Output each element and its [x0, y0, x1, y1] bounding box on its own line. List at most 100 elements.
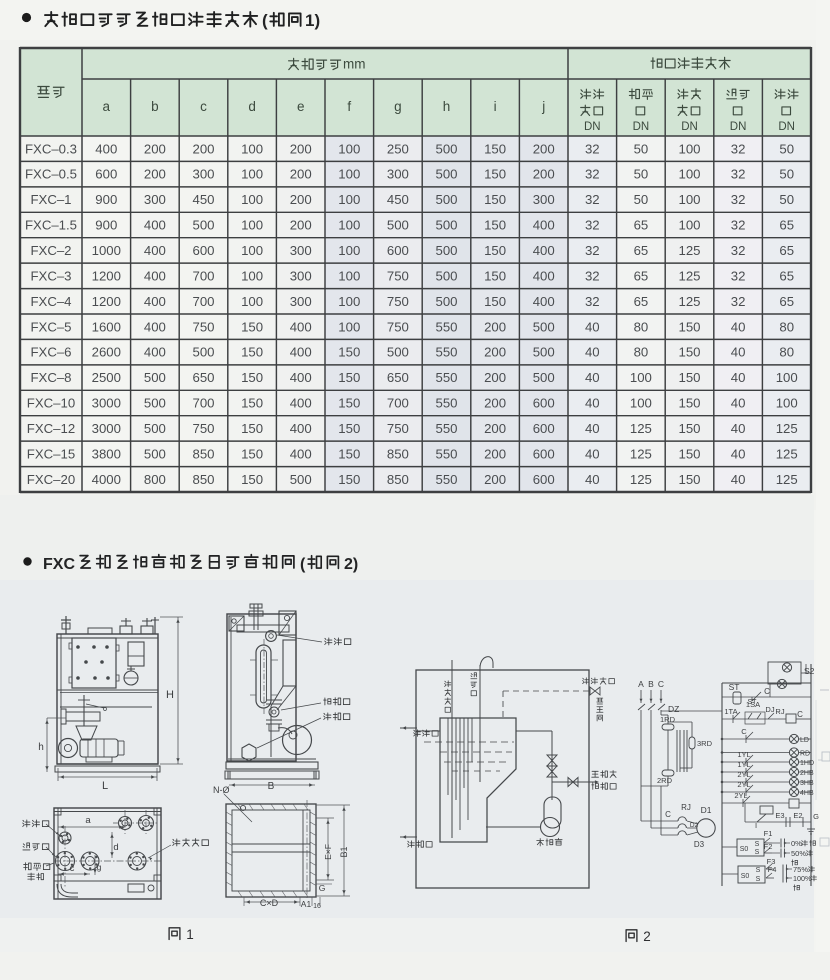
svg-text:850: 850	[192, 472, 214, 487]
svg-text:B: B	[648, 679, 654, 689]
svg-text:DZ: DZ	[668, 704, 679, 714]
svg-text:FXC–8: FXC–8	[30, 370, 71, 385]
svg-text:d: d	[248, 99, 256, 114]
svg-text:80: 80	[634, 345, 649, 360]
svg-text:500: 500	[144, 447, 166, 462]
svg-text:600: 600	[533, 472, 555, 487]
svg-text:850: 850	[387, 447, 409, 462]
svg-text:4000: 4000	[92, 472, 121, 487]
svg-text:1): 1)	[305, 11, 320, 30]
svg-text:2): 2)	[344, 556, 358, 573]
svg-text:200: 200	[192, 141, 214, 156]
svg-text:500: 500	[435, 141, 457, 156]
svg-text:1RD: 1RD	[660, 715, 676, 724]
svg-text:S0: S0	[740, 846, 749, 853]
svg-text:100: 100	[338, 218, 360, 233]
svg-text:700: 700	[192, 269, 214, 284]
svg-text:32: 32	[731, 294, 746, 309]
svg-text:1YL: 1YL	[737, 760, 750, 769]
svg-text:1000: 1000	[92, 243, 121, 258]
svg-text:125: 125	[630, 472, 652, 487]
svg-text:300: 300	[290, 243, 312, 258]
svg-text:200: 200	[484, 370, 506, 385]
svg-text:100: 100	[678, 192, 700, 207]
svg-text:(: (	[300, 556, 306, 573]
svg-text:50: 50	[779, 167, 794, 182]
svg-text:400: 400	[290, 421, 312, 436]
svg-text:3000: 3000	[92, 421, 121, 436]
svg-text:H: H	[166, 689, 174, 701]
svg-text:65: 65	[634, 269, 649, 284]
svg-text:1200: 1200	[92, 269, 121, 284]
svg-text:f: f	[347, 99, 351, 114]
svg-text:2: 2	[643, 929, 651, 944]
svg-text:400: 400	[144, 218, 166, 233]
svg-text:DJ: DJ	[765, 705, 774, 714]
svg-text:200: 200	[484, 396, 506, 411]
svg-text:40: 40	[585, 319, 600, 334]
svg-text:500: 500	[144, 421, 166, 436]
svg-text:1SA: 1SA	[746, 700, 760, 709]
svg-text:150: 150	[338, 421, 360, 436]
svg-text:65: 65	[779, 294, 794, 309]
svg-text:32: 32	[585, 243, 600, 258]
svg-text:RJ: RJ	[775, 707, 784, 716]
svg-text:400: 400	[290, 319, 312, 334]
svg-text:500: 500	[144, 370, 166, 385]
svg-text:150: 150	[678, 472, 700, 487]
svg-text:40: 40	[585, 421, 600, 436]
svg-text:LD: LD	[800, 737, 809, 744]
svg-text:250: 250	[387, 141, 409, 156]
svg-text:500: 500	[387, 345, 409, 360]
svg-text:40: 40	[731, 396, 746, 411]
svg-text:150: 150	[241, 447, 263, 462]
svg-text:200: 200	[290, 141, 312, 156]
svg-text:100: 100	[338, 243, 360, 258]
svg-text:300: 300	[144, 192, 166, 207]
svg-text:F4: F4	[768, 865, 777, 874]
svg-text:150: 150	[678, 370, 700, 385]
svg-text:100: 100	[241, 269, 263, 284]
svg-text:1TA: 1TA	[724, 707, 737, 716]
svg-text:C×D: C×D	[260, 898, 279, 908]
svg-text:600: 600	[533, 447, 555, 462]
svg-text:550: 550	[435, 447, 457, 462]
svg-text:400: 400	[290, 345, 312, 360]
svg-text:150: 150	[241, 472, 263, 487]
svg-text:500: 500	[533, 345, 555, 360]
svg-text:150: 150	[484, 294, 506, 309]
svg-text:32: 32	[585, 218, 600, 233]
svg-text:125: 125	[630, 421, 652, 436]
svg-text:100: 100	[338, 319, 360, 334]
svg-text:150: 150	[241, 319, 263, 334]
svg-text:C: C	[797, 710, 803, 719]
svg-text:150: 150	[678, 345, 700, 360]
svg-text:150: 150	[338, 472, 360, 487]
svg-text:1200: 1200	[92, 294, 121, 309]
svg-text:100: 100	[241, 141, 263, 156]
svg-text:3800: 3800	[92, 447, 121, 462]
svg-text:b: b	[151, 99, 159, 114]
svg-text:100: 100	[241, 243, 263, 258]
svg-text:40: 40	[585, 370, 600, 385]
svg-text:mm: mm	[343, 57, 366, 72]
svg-text:E2: E2	[793, 811, 802, 820]
svg-text:4HB: 4HB	[800, 790, 814, 797]
svg-text:550: 550	[435, 345, 457, 360]
svg-text:500: 500	[435, 192, 457, 207]
svg-text:A1: A1	[301, 899, 312, 909]
svg-text:FXC–1: FXC–1	[30, 192, 71, 207]
svg-text:150: 150	[241, 370, 263, 385]
svg-text:2RD: 2RD	[657, 776, 673, 785]
svg-text:(: (	[262, 11, 268, 30]
svg-text:750: 750	[192, 421, 214, 436]
svg-text:ST: ST	[729, 682, 740, 692]
svg-text:I: I	[755, 821, 757, 830]
svg-text:750: 750	[192, 319, 214, 334]
svg-text:2YL: 2YL	[737, 770, 750, 779]
svg-text:125: 125	[678, 294, 700, 309]
svg-text:900: 900	[95, 218, 117, 233]
svg-text:C: C	[741, 727, 747, 736]
svg-text:200: 200	[290, 167, 312, 182]
svg-text:100: 100	[630, 396, 652, 411]
